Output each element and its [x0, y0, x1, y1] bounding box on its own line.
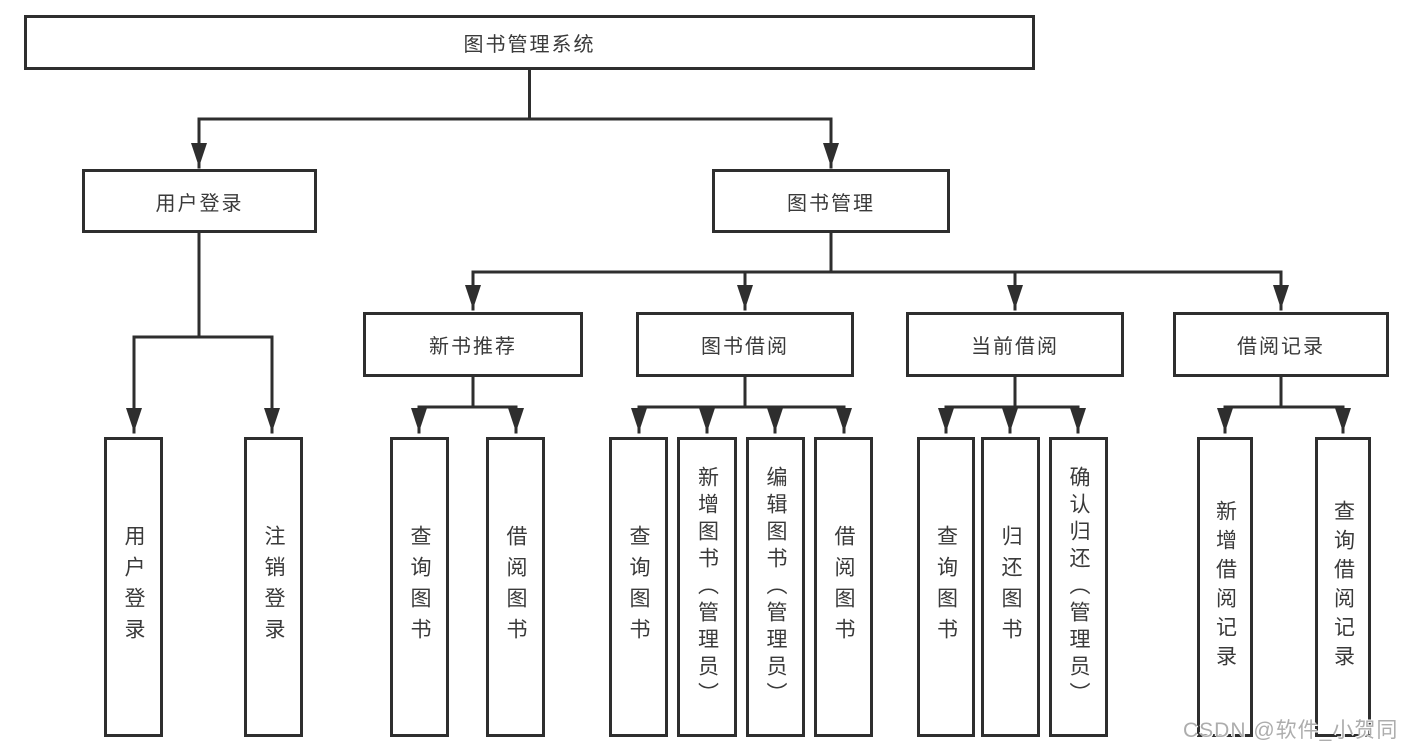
node-user-login: 用户登录	[82, 169, 317, 233]
node-leaf-nbr-borrow-book: 借阅图书	[486, 437, 545, 737]
node-leaf-cb-query-book: 查询图书	[917, 437, 975, 737]
node-new-book-recommendation: 新书推荐	[363, 312, 583, 377]
node-leaf-bb-edit-book-admin: 编辑图书（管理员）	[746, 437, 805, 737]
node-leaf-bb-add-book-admin: 新增图书（管理员）	[677, 437, 737, 737]
node-leaf-cb-confirm-return-admin: 确认归还（管理员）	[1049, 437, 1108, 737]
node-leaf-bb-borrow-book: 借阅图书	[814, 437, 873, 737]
node-book-management: 图书管理	[712, 169, 950, 233]
node-leaf-bb-query-book: 查询图书	[609, 437, 668, 737]
node-book-borrow: 图书借阅	[636, 312, 854, 377]
csdn-watermark: CSDN @软件_小贺同学	[1183, 719, 1399, 742]
node-leaf-nbr-query-book: 查询图书	[390, 437, 449, 737]
node-leaf-cb-return-book: 归还图书	[981, 437, 1040, 737]
node-leaf-logout: 注销登录	[244, 437, 303, 737]
node-borrow-records: 借阅记录	[1173, 312, 1389, 377]
node-leaf-user-login: 用户登录	[104, 437, 163, 737]
node-leaf-br-query-record: 查询借阅记录	[1315, 437, 1371, 737]
node-root-library-system: 图书管理系统	[24, 15, 1035, 70]
node-current-borrow: 当前借阅	[906, 312, 1124, 377]
node-leaf-br-add-record: 新增借阅记录	[1197, 437, 1253, 737]
